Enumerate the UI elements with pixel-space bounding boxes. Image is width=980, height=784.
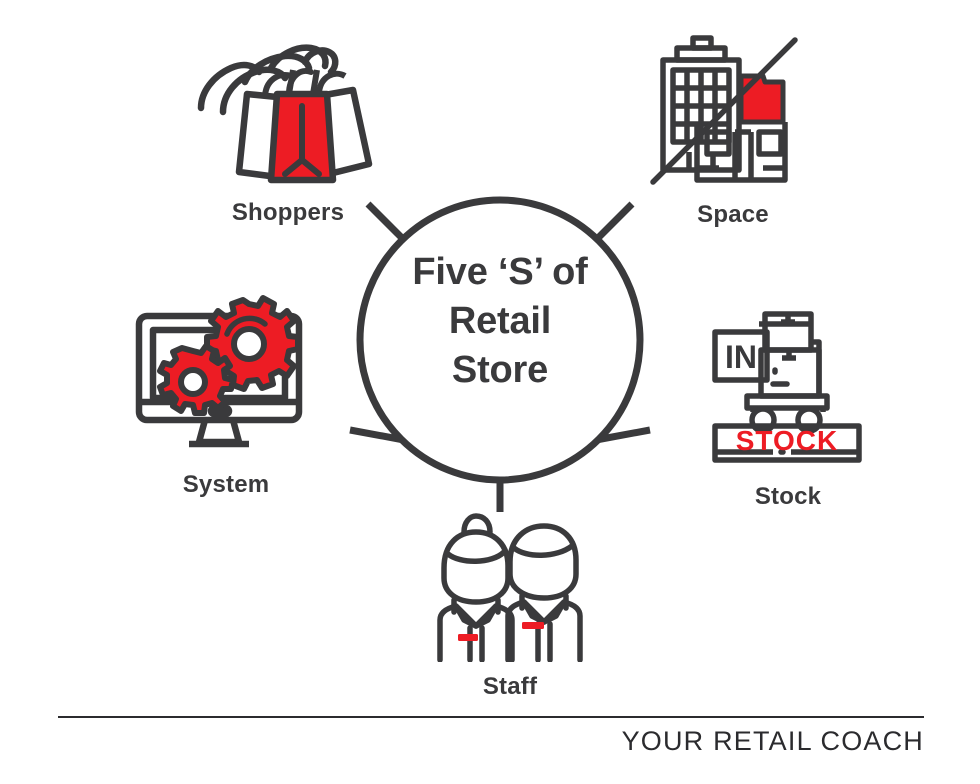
footer-brand: YOUR RETAIL COACH: [621, 726, 924, 756]
node-space-label: Space: [697, 201, 769, 228]
node-staff[interactable]: Staff: [420, 512, 600, 701]
node-system-label: System: [182, 471, 270, 498]
node-staff-label: Staff: [482, 673, 538, 700]
monitor-gears-icon: [112, 290, 340, 467]
staff-badge-left: [458, 634, 478, 641]
node-space[interactable]: Space: [625, 30, 841, 229]
hub-title: Five ‘S’ of Retail Store: [370, 248, 630, 395]
node-shoppers-label: Shoppers: [231, 199, 345, 226]
in-stock-cart-node[interactable]: IN: [690, 300, 886, 511]
node-stock-label: Stock: [754, 483, 822, 510]
node-shoppers[interactable]: Shoppers: [178, 32, 398, 227]
building-split-icon: [625, 30, 841, 195]
node-system[interactable]: System: [112, 290, 340, 499]
stock-in-sign-text: IN: [725, 339, 757, 375]
hub-title-line-2: Retail: [448, 300, 552, 342]
shopping-bags-hand-icon: [178, 32, 398, 197]
footer-divider: [58, 716, 924, 718]
stock-banner-text: STOCK: [736, 425, 839, 456]
staff-badge-right: [522, 622, 544, 629]
spoke-stock: [595, 426, 651, 444]
hub-title-line-1: Five ‘S’ of: [412, 251, 588, 293]
in-stock-cart-icon: IN: [690, 300, 886, 475]
two-employees-icon: [420, 512, 600, 667]
hub-title-line-3: Store: [451, 349, 549, 391]
spoke-system: [349, 426, 405, 444]
